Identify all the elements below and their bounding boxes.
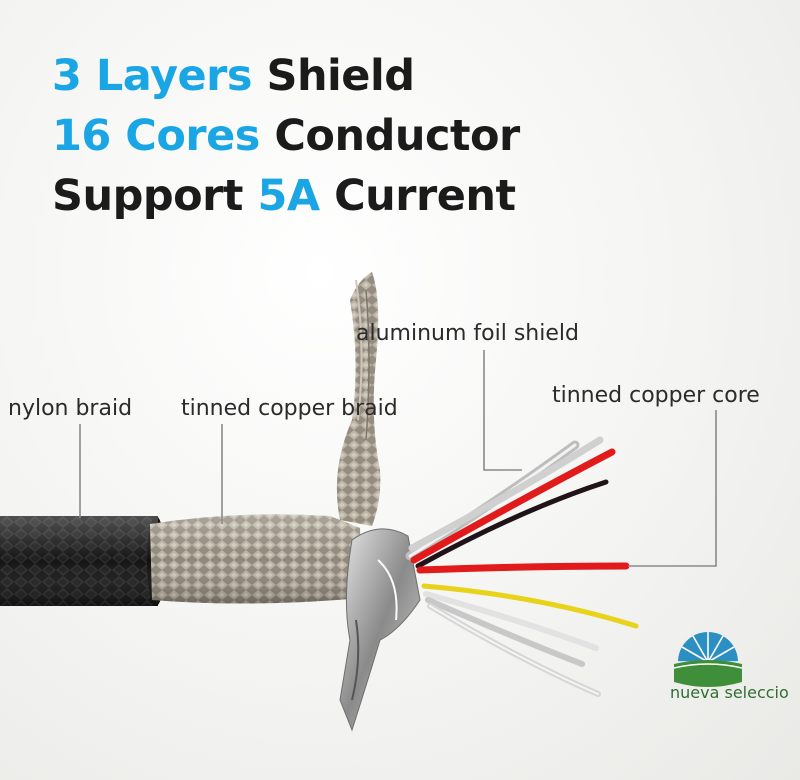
headline-line-1: 3 Layers Shield — [52, 46, 520, 106]
callout-tinned-copper-core: tinned copper core — [552, 383, 760, 408]
tinned-copper-cores — [405, 436, 639, 697]
headline-text: Shield — [266, 51, 415, 101]
headline-text: Current — [334, 171, 516, 221]
brand-logo-icon — [673, 632, 743, 687]
copper-core-leader — [628, 410, 717, 567]
leader-lines — [79, 350, 717, 567]
aluminum-foil-shield — [339, 528, 421, 732]
callout-aluminum-foil-shield: aluminum foil shield — [356, 321, 579, 346]
headline-accent: 16 Cores — [52, 111, 260, 161]
headline: 3 Layers Shield 16 Cores Conductor Suppo… — [52, 46, 520, 226]
headline-line-3: Support 5A Current — [52, 166, 520, 226]
headline-line-2: 16 Cores Conductor — [52, 106, 520, 166]
foil-shield-leader — [483, 350, 522, 471]
headline-accent: 5A — [257, 171, 320, 221]
nylon-braid-jacket — [0, 516, 165, 606]
callout-nylon-braid: nylon braid — [8, 396, 133, 421]
tinned-copper-braid — [150, 272, 381, 604]
headline-text: Support — [52, 171, 243, 221]
headline-accent: 3 Layers — [52, 51, 252, 101]
headline-text: Conductor — [274, 111, 520, 161]
callout-tinned-copper-braid: tinned copper braid — [181, 396, 398, 421]
brand-logo-text: nueva seleccio — [670, 683, 789, 702]
